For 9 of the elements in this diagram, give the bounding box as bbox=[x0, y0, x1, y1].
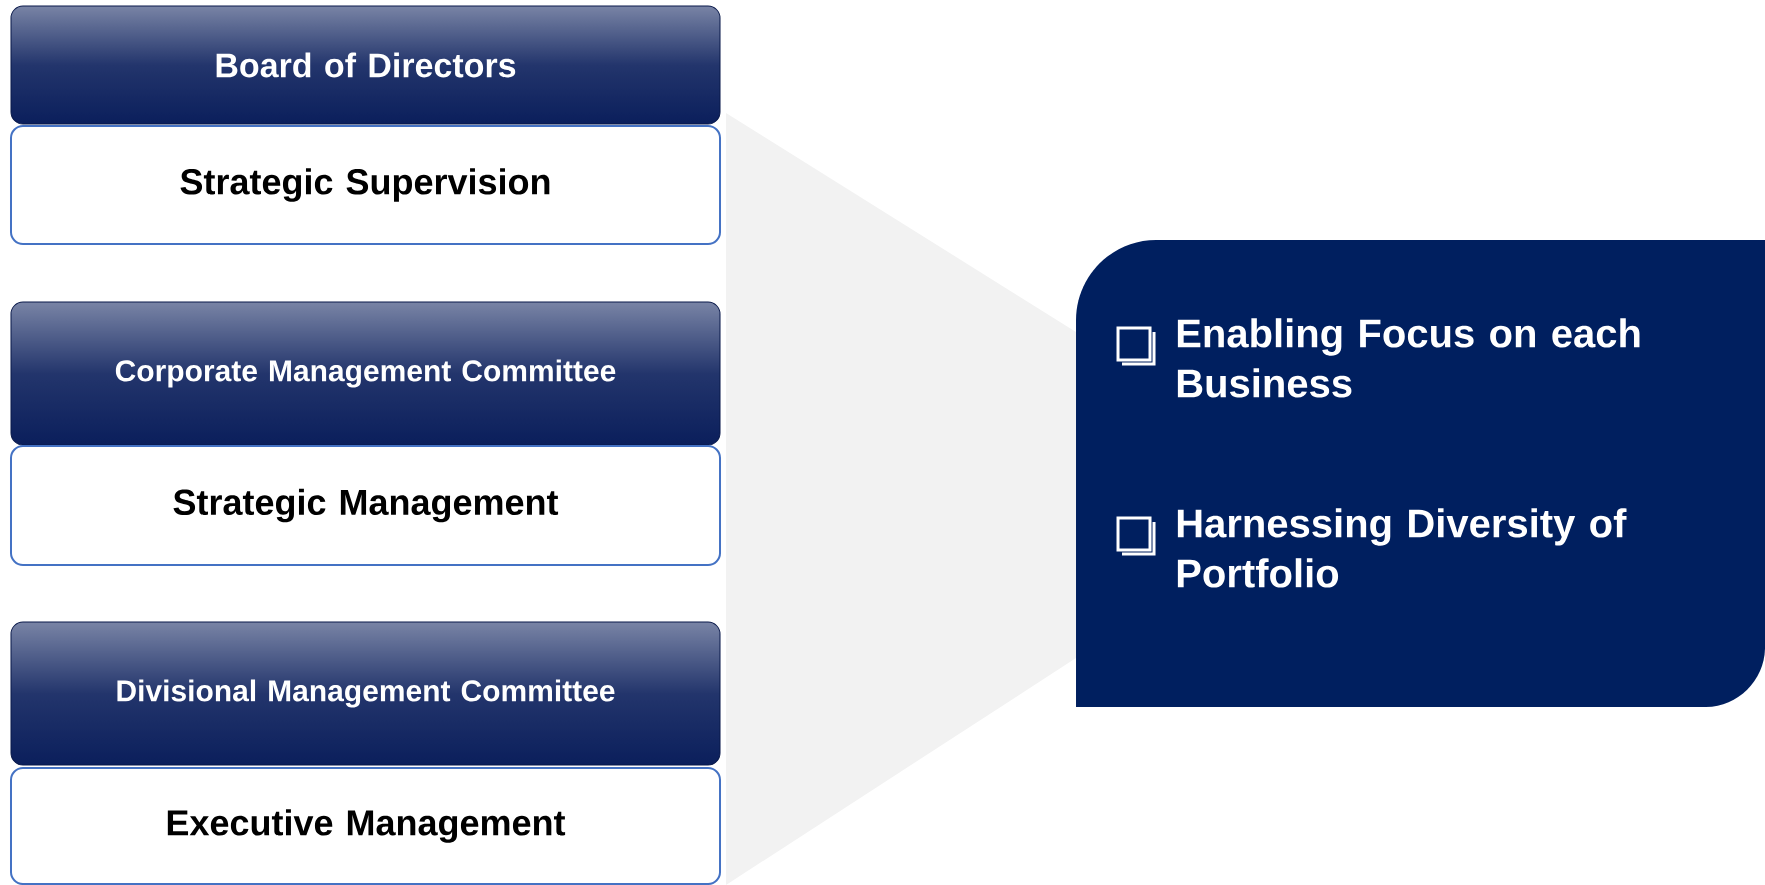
bullet-text: Harnessing Diversity of Portfolio bbox=[1177, 508, 1627, 588]
title-bar: Corporate Management Committee bbox=[10, 301, 721, 446]
bullet-text: Enabling Focus on each Business bbox=[1177, 318, 1640, 398]
title-bar: Divisional Management Committee bbox=[10, 621, 721, 766]
funnel-shape bbox=[726, 113, 1076, 885]
role-box: Strategic Management bbox=[10, 445, 721, 566]
role-box: Executive Management bbox=[10, 767, 721, 885]
title-bar: Board of Directors bbox=[10, 5, 721, 125]
role-box: Strategic Supervision bbox=[10, 125, 721, 245]
